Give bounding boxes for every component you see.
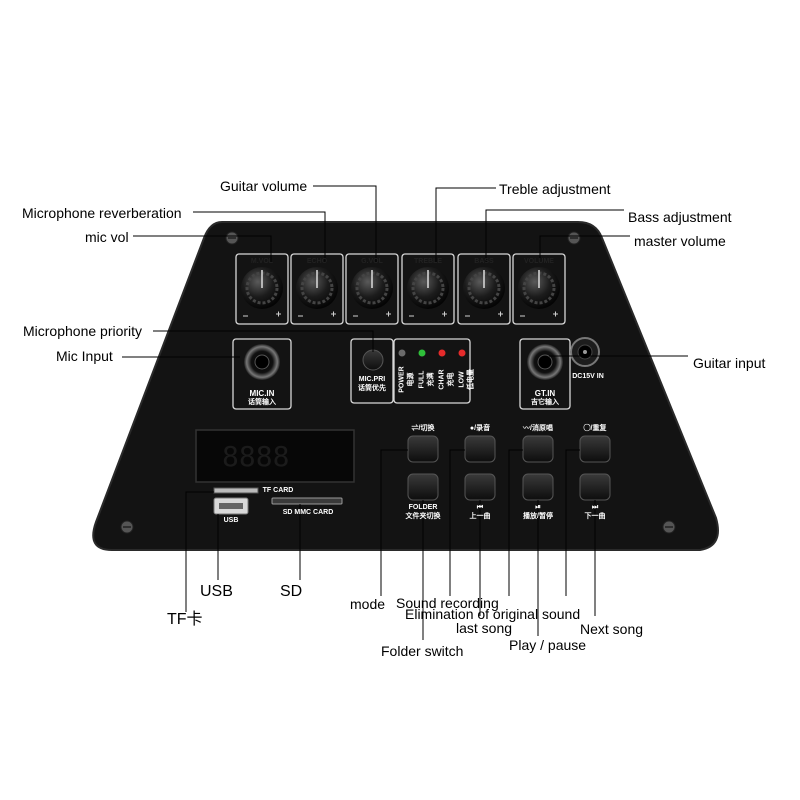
mic-pri-label: MIC.PRI	[358, 376, 386, 383]
usb-panel-label: USB	[223, 517, 239, 524]
label-play-pause: Play / pause	[509, 637, 587, 653]
low-indicator	[458, 349, 466, 357]
label-sound-recording: Sound recording	[396, 595, 499, 611]
mode-btn-label: ⇌/切换	[411, 425, 435, 432]
folder-btn-cn-label: 文件夹切换	[405, 513, 441, 520]
label-last-song: last song	[456, 620, 513, 636]
knob-mic-vol[interactable]	[241, 267, 283, 309]
power-cn-label: 电源	[407, 372, 415, 387]
label-bass: Bass adjustment	[628, 209, 732, 225]
low-label: LOW	[458, 371, 466, 388]
char-label: CHAR	[438, 369, 446, 390]
label-folder-switch: Folder switch	[381, 643, 464, 659]
char-indicator	[438, 349, 446, 357]
char-cn-label: 充电	[447, 372, 455, 387]
knob-label-echo: ECHO	[306, 258, 328, 265]
elim-btn-label: 〰/消原唱	[523, 425, 553, 432]
folder-btn-label: FOLDER	[408, 504, 438, 511]
screw-icon	[120, 231, 676, 534]
prev-icon: ⏮	[476, 504, 484, 511]
led-display: 8888	[195, 429, 355, 483]
tf-card-label: TF CARD	[262, 487, 294, 494]
label-usb: USB	[200, 583, 233, 600]
label-mode: mode	[350, 596, 386, 612]
folder-button[interactable]	[407, 473, 439, 501]
low-cn-label: 低电量	[467, 369, 475, 390]
guitar-input-jack[interactable]	[519, 338, 571, 410]
full-indicator	[418, 349, 426, 357]
knob-echo[interactable]	[296, 267, 338, 309]
knob-label-mvol: M.VOL	[250, 258, 274, 265]
indicator-panel	[393, 338, 471, 404]
label-master: master volume	[634, 233, 726, 249]
label-tf: TF卡	[167, 611, 203, 628]
next-btn-cn-label: 下一曲	[584, 513, 606, 520]
knob-label-treble: TREBLE	[414, 258, 442, 265]
mic-in-label: MIC.IN	[249, 389, 275, 398]
label-mic-input: Mic Input	[56, 348, 113, 364]
full-cn-label: 充满	[427, 372, 435, 387]
play-pause-button[interactable]	[522, 473, 554, 501]
label-sd: SD	[280, 583, 303, 600]
knob-scale-marks	[243, 311, 558, 317]
gt-in-cn-label: 吉它输入	[531, 399, 559, 406]
mic-in-cn-label: 话筒输入	[248, 399, 276, 406]
record-btn-label: ●/录音	[469, 425, 491, 432]
knob-master-vol[interactable]	[518, 267, 560, 309]
sd-card-slot[interactable]	[271, 497, 343, 505]
repeat-button[interactable]	[579, 435, 611, 463]
label-mic-vol: mic vol	[85, 229, 129, 245]
prev-song-button[interactable]	[464, 473, 496, 501]
mic-pri-cn-label: 话筒优先	[358, 385, 386, 392]
label-guitar-volume: Guitar volume	[220, 178, 308, 194]
knob-label-bass: BASS	[474, 258, 494, 265]
dc-label: DC15V IN	[572, 373, 604, 380]
next-icon: ⏭	[591, 504, 599, 511]
full-label: FULL	[418, 370, 426, 389]
tf-card-slot[interactable]	[213, 487, 259, 494]
callout-lines	[122, 185, 688, 640]
knob-frames	[235, 253, 566, 325]
usb-port[interactable]	[213, 497, 249, 515]
prev-btn-cn-label: 上一曲	[469, 513, 491, 520]
dc-input-jack[interactable]	[570, 337, 600, 367]
label-mic-reverb: Microphone reverberation	[22, 205, 182, 221]
gt-in-label: GT.IN	[534, 389, 556, 398]
mic-input-jack[interactable]	[232, 338, 292, 410]
label-next-song: Next song	[580, 621, 644, 637]
knob-bass[interactable]	[463, 267, 505, 309]
knob-label-volume: VOLUME	[524, 258, 554, 265]
record-button[interactable]	[464, 435, 496, 463]
label-mic-priority: Microphone priority	[23, 323, 143, 339]
play-btn-cn-label: 播放/暂停	[523, 513, 553, 520]
label-treble: Treble adjustment	[499, 181, 611, 197]
repeat-btn-label: ◯/重复	[583, 425, 607, 432]
sd-mmc-label: SD MMC CARD	[282, 509, 334, 516]
power-label: POWER	[398, 366, 406, 393]
eliminate-vocal-button[interactable]	[522, 435, 554, 463]
mic-priority-switch[interactable]	[350, 338, 394, 404]
mode-button[interactable]	[407, 435, 439, 463]
knob-treble[interactable]	[407, 267, 449, 309]
play-pause-icon: ⏯	[535, 504, 541, 511]
label-elimination: Elimination of original sound	[405, 606, 581, 622]
power-indicator	[398, 349, 406, 357]
knob-label-gvol: G.VOL	[361, 258, 383, 265]
label-guitar-input: Guitar input	[693, 355, 766, 371]
svg-text:8888: 8888	[222, 440, 289, 473]
knob-guitar-vol[interactable]	[351, 267, 393, 309]
next-song-button[interactable]	[579, 473, 611, 501]
